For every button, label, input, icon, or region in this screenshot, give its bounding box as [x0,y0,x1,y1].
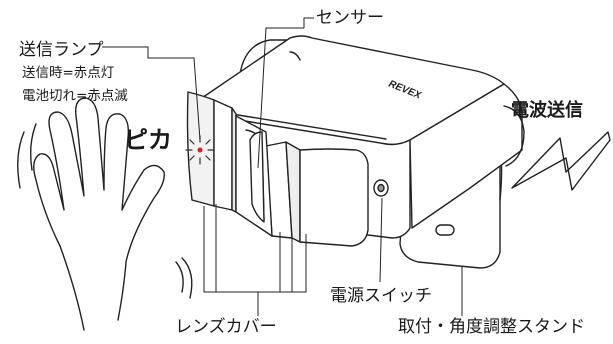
label-sensor: センサー [316,8,384,28]
label-power-switch: 電源スイッチ [330,286,432,306]
label-stand: 取付・角度調整スタンド [398,317,585,337]
label-radio-send: 電波送信 [511,100,583,121]
label-lens-cover: レンズカバー [175,317,277,337]
waving-hand [17,97,193,331]
sensor-window [249,131,265,223]
radio-bolt [511,131,611,191]
label-flash: ピカ [124,126,172,154]
leader-lines [102,17,463,316]
label-note-sending: 送信時=赤点灯 [22,65,115,81]
label-note-battery: 電池切れ=赤点滅 [22,88,128,104]
flash-burst [185,135,215,165]
power-switch-part [373,179,389,197]
label-send-lamp: 送信ランプ [19,40,104,60]
